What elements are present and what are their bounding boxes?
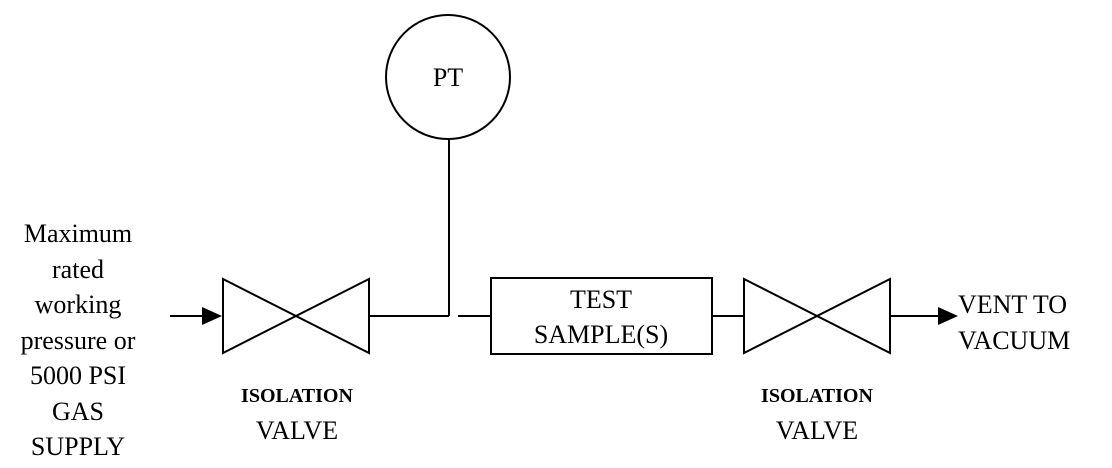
isolation-valve-right-label: ISOLATION VALVE (761, 385, 873, 445)
pressure-transducer-label: PT (433, 63, 463, 92)
supply-line-2: rated (52, 255, 104, 284)
test-sample-line-2: SAMPLE(S) (534, 320, 668, 349)
vent-line-2: VACUUM (958, 326, 1070, 355)
isolation-valve-left-symbol (222, 277, 370, 355)
test-sample-box: TEST SAMPLE(S) (490, 277, 713, 355)
pressure-transducer: PT (385, 14, 511, 140)
supply-line-1: Maximum (24, 219, 132, 248)
supply-line-4: pressure or (21, 326, 136, 355)
isolation-valve-left-label: ISOLATION VALVE (241, 385, 353, 445)
supply-line-5: 5000 PSI (30, 361, 126, 390)
inlet-arrow (170, 307, 222, 325)
supply-line-6: GAS (52, 397, 104, 426)
isolation-valve-right-symbol (743, 277, 891, 355)
vent-label: VENT TO VACUUM (958, 290, 1070, 355)
outlet-arrow (890, 307, 958, 325)
isolation-valve-left-line-2: VALVE (256, 416, 338, 445)
supply-label: Maximum rated working pressure or 5000 P… (21, 219, 136, 461)
supply-line-7: SUPPLY (31, 432, 125, 461)
isolation-valve-left-line-1: ISOLATION (241, 385, 353, 407)
supply-line-3: working (35, 290, 122, 319)
vent-line-1: VENT TO (958, 290, 1067, 319)
isolation-valve-right-line-2: VALVE (776, 416, 858, 445)
test-sample-line-1: TEST (570, 285, 632, 314)
isolation-valve-right-line-1: ISOLATION (761, 385, 873, 407)
